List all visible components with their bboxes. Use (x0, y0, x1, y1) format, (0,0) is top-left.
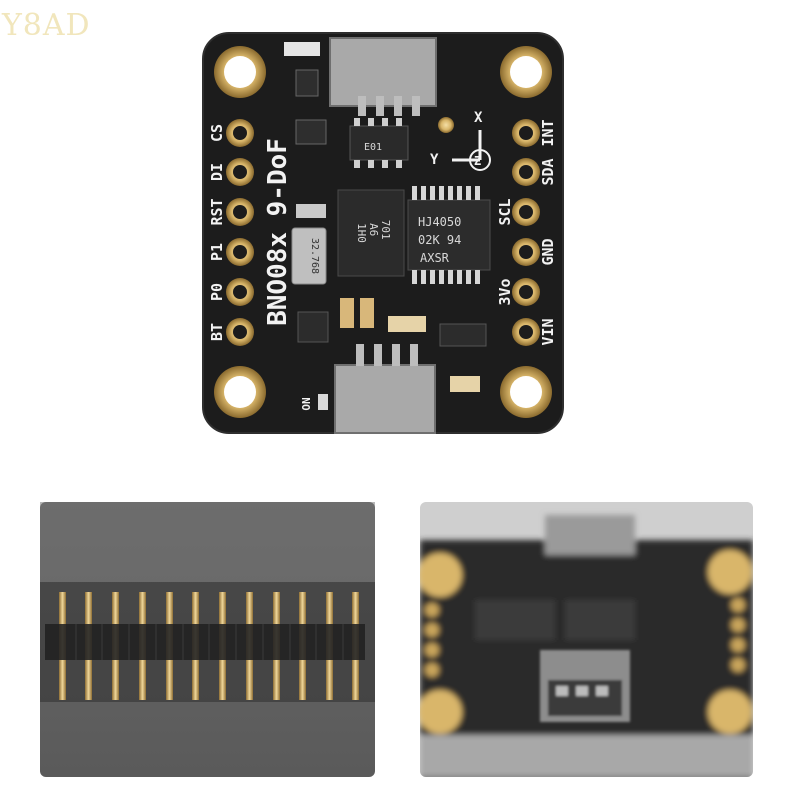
mounting-hole (214, 366, 266, 418)
pin-label-p1: P1 (208, 243, 226, 261)
sensor-chip-line-1: 701 (379, 220, 392, 240)
pin-label-p0: P0 (208, 283, 226, 301)
pin-label-sda: SDA (539, 158, 557, 185)
main-chip: HJ4050 02K 94 AXSR (407, 186, 491, 284)
stemma-connector-bottom (334, 344, 436, 434)
pin-label-vin: VIN (539, 318, 557, 345)
closeup-photo (420, 502, 753, 777)
main-chip-line-2: 02K 94 (418, 233, 461, 247)
axis-label-z: Z (474, 154, 481, 168)
sensor-chip-line-3: 1H0 (355, 223, 368, 243)
axis-label-x: X (474, 110, 483, 126)
pin-label-rst: RST (208, 198, 226, 225)
pin-label-gnd: GND (539, 238, 557, 265)
header-pins-photo (40, 502, 375, 777)
pin-label-bt: BT (208, 323, 226, 341)
main-chip-line-3: AXSR (420, 251, 450, 265)
switch-label-on: ON (300, 397, 313, 410)
closeup-connector (540, 650, 630, 722)
mounting-hole (214, 46, 266, 98)
header-pin-strip (45, 592, 365, 700)
left-pin-pads (226, 119, 254, 346)
mounting-hole (500, 366, 552, 418)
regulator-chip: E01 (349, 118, 409, 168)
right-pin-pads (512, 119, 540, 346)
sensor-chip: 701 A6 1H0 (337, 189, 405, 277)
main-chip-line-1: HJ4050 (418, 215, 461, 229)
pin-label-int: INT (539, 119, 557, 146)
pin-label-cs: CS (208, 124, 226, 142)
axis-label-y: Y (430, 152, 439, 168)
sensor-chip-line-2: A6 (367, 223, 380, 236)
pin-label-3vo: 3Vo (496, 278, 514, 305)
chip-small-label: E01 (364, 142, 382, 153)
pcb-board: CS DI RST P1 P0 BT INT SDA SCL GND 3Vo V… (202, 32, 564, 434)
crystal-label: 32.768 (309, 238, 320, 274)
crystal: 32.768 (291, 227, 327, 285)
watermark-text: Y8AD (2, 8, 91, 43)
board-title: BNO08x 9-DoF (263, 138, 293, 326)
mounting-hole (500, 46, 552, 98)
axis-indicator: X Y Z (430, 110, 491, 171)
svg-text:701 A6 1H0: 701 A6 1H0 (355, 220, 392, 247)
pin-label-di: DI (208, 163, 226, 181)
pin-label-scl: SCL (496, 198, 514, 225)
passive-components (284, 42, 487, 410)
stemma-connector-top (329, 37, 437, 116)
